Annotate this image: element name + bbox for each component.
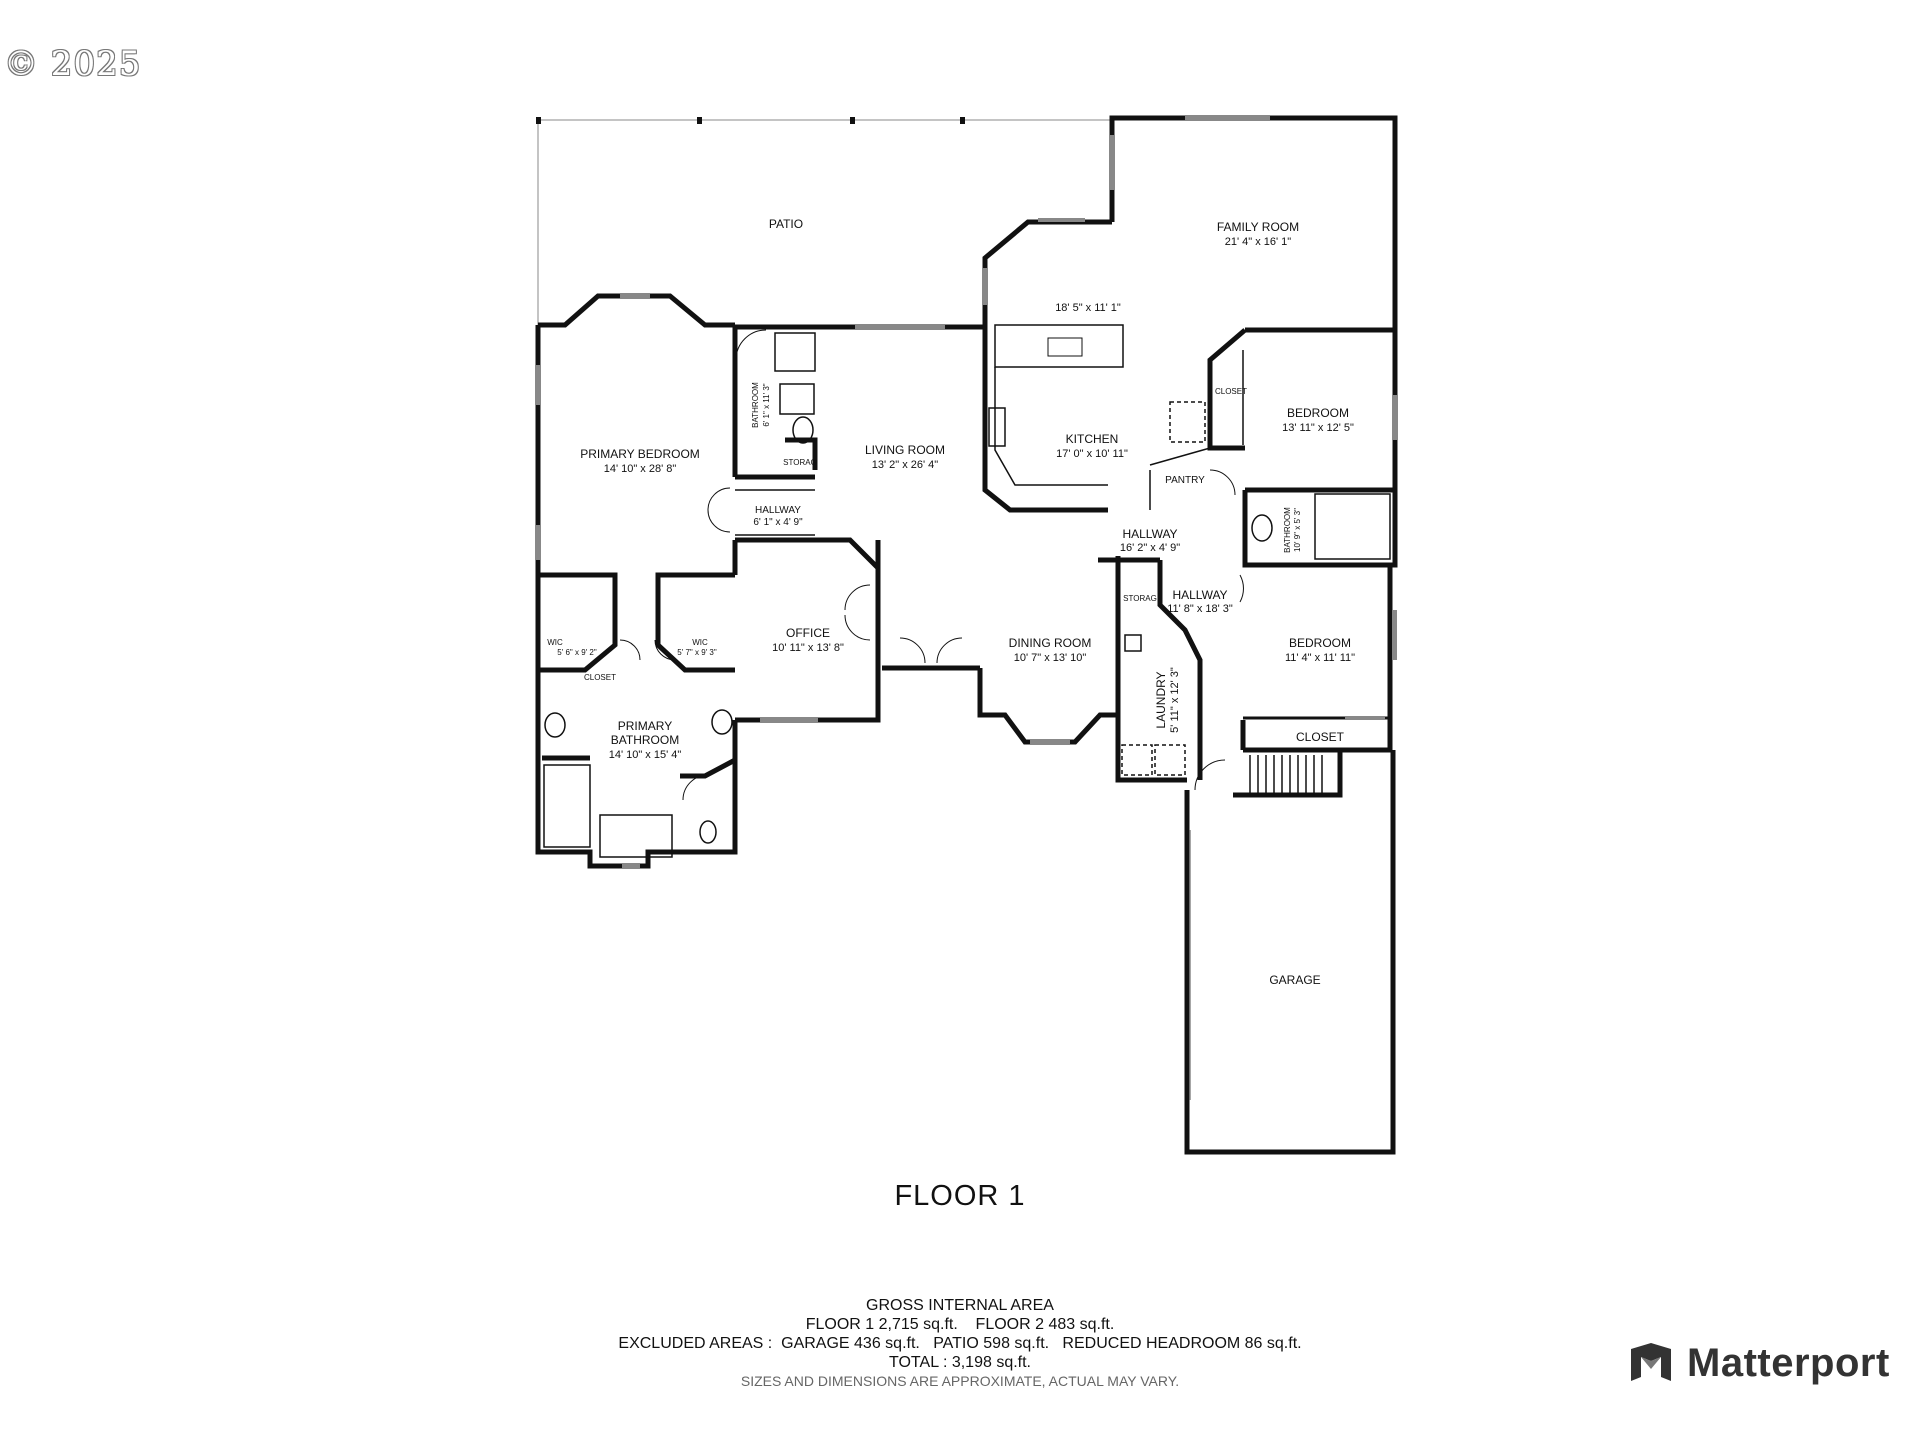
copyright-watermark: © 2025 [4, 44, 142, 84]
bathroom-b-dims: 10' 9" x 5' 3" [1293, 508, 1302, 552]
hallway-east-dims: 11' 8" x 18' 3" [1167, 603, 1233, 615]
kitchen-dims: 17' 0" x 10' 11" [1056, 448, 1128, 460]
hallway-west-label: HALLWAY [755, 505, 801, 516]
bathroom-a-dims: 6' 1" x 11' 3" [762, 383, 771, 426]
floor-title: FLOOR 1 [894, 1180, 1026, 1212]
matterport-logo: Matterport [1627, 1335, 1890, 1391]
hallway-west-dims: 6' 1" x 4' 9" [753, 517, 803, 528]
fixtures [543, 324, 1391, 1100]
matterport-wordmark: Matterport [1687, 1340, 1890, 1385]
doors [619, 329, 1244, 801]
kitchen-label: KITCHEN [1066, 432, 1119, 446]
primary-bathroom-label-line1: PRIMARY [618, 719, 672, 733]
bedroom-b-label: BEDROOM [1289, 636, 1351, 650]
bedroom-a-label: BEDROOM [1287, 406, 1349, 420]
area-note: SIZES AND DIMENSIONS ARE APPROXIMATE, AC… [740, 1373, 1180, 1389]
living-room-label: LIVING ROOM [865, 443, 945, 457]
area-floors: FLOOR 1 2,715 sq.ft. FLOOR 2 483 sq.ft. [805, 1316, 1115, 1333]
primary-bathroom-label-line2: BATHROOM [611, 733, 679, 747]
dining-room-label: DINING ROOM [1009, 636, 1092, 650]
patio-posts [536, 117, 965, 124]
room-labels: PATIO FAMILY ROOM 21' 4" x 16' 1" 18' 5"… [547, 217, 1355, 987]
office-dims: 10' 11" x 13' 8" [772, 642, 844, 654]
family-room-dims: 21' 4" x 16' 1" [1225, 236, 1292, 248]
patio-outline [537, 119, 1112, 325]
wic-b-label: WIC [692, 638, 708, 647]
bedroom-a-dims: 13' 11" x 12' 5" [1282, 422, 1354, 434]
exterior-walls [535, 115, 1398, 1155]
pantry-label: PANTRY [1165, 475, 1205, 486]
family-room-label: FAMILY ROOM [1217, 220, 1299, 234]
area-summary: GROSS INTERNAL AREA FLOOR 1 2,715 sq.ft.… [560, 1296, 1360, 1391]
bedroom-b-dims: 11' 4" x 11' 11" [1285, 652, 1355, 664]
wic-b-dims: 5' 7" x 9' 3" [677, 648, 717, 657]
laundry-dims: 5' 11" x 12' 3" [1169, 667, 1181, 733]
area-excluded: EXCLUDED AREAS : GARAGE 436 sq.ft. PATIO… [618, 1335, 1302, 1352]
dining-room-dims: 10' 7" x 13' 10" [1014, 652, 1087, 664]
wic-a-label: WIC [547, 638, 563, 647]
bathroom-b-label: BATHROOM [1283, 507, 1292, 553]
area-total: TOTAL : 3,198 sq.ft. [889, 1354, 1031, 1371]
dining-nook-dims: 18' 5" x 11' 1" [1055, 302, 1121, 314]
closet-large-label: CLOSET [1296, 730, 1345, 744]
laundry-label: LAUNDRY [1154, 671, 1168, 728]
storage-west-label: STORAG [783, 458, 817, 467]
closet-primary-label: CLOSET [584, 673, 616, 682]
closet-small-label: CLOSET [1215, 387, 1247, 396]
bathroom-a-label: BATHROOM [751, 382, 760, 428]
hallway-main-label: HALLWAY [1122, 527, 1177, 541]
area-heading: GROSS INTERNAL AREA [866, 1297, 1054, 1314]
office-label: OFFICE [786, 626, 830, 640]
primary-bedroom-label: PRIMARY BEDROOM [580, 447, 700, 461]
matterport-logo-icon [1631, 1343, 1671, 1381]
patio-label: PATIO [769, 217, 803, 231]
primary-bathroom-dims: 14' 10" x 15' 4" [609, 749, 682, 761]
hallway-main-dims: 16' 2" x 4' 9" [1120, 542, 1180, 554]
primary-bedroom-dims: 14' 10" x 28' 8" [604, 463, 677, 475]
hallway-east-label: HALLWAY [1172, 588, 1227, 602]
wic-a-dims: 5' 6" x 9' 2" [557, 648, 597, 657]
storage-east-label: STORAG [1123, 594, 1157, 603]
living-room-dims: 13' 2" x 26' 4" [872, 459, 939, 471]
windows [536, 116, 1397, 868]
garage-label: GARAGE [1269, 973, 1320, 987]
